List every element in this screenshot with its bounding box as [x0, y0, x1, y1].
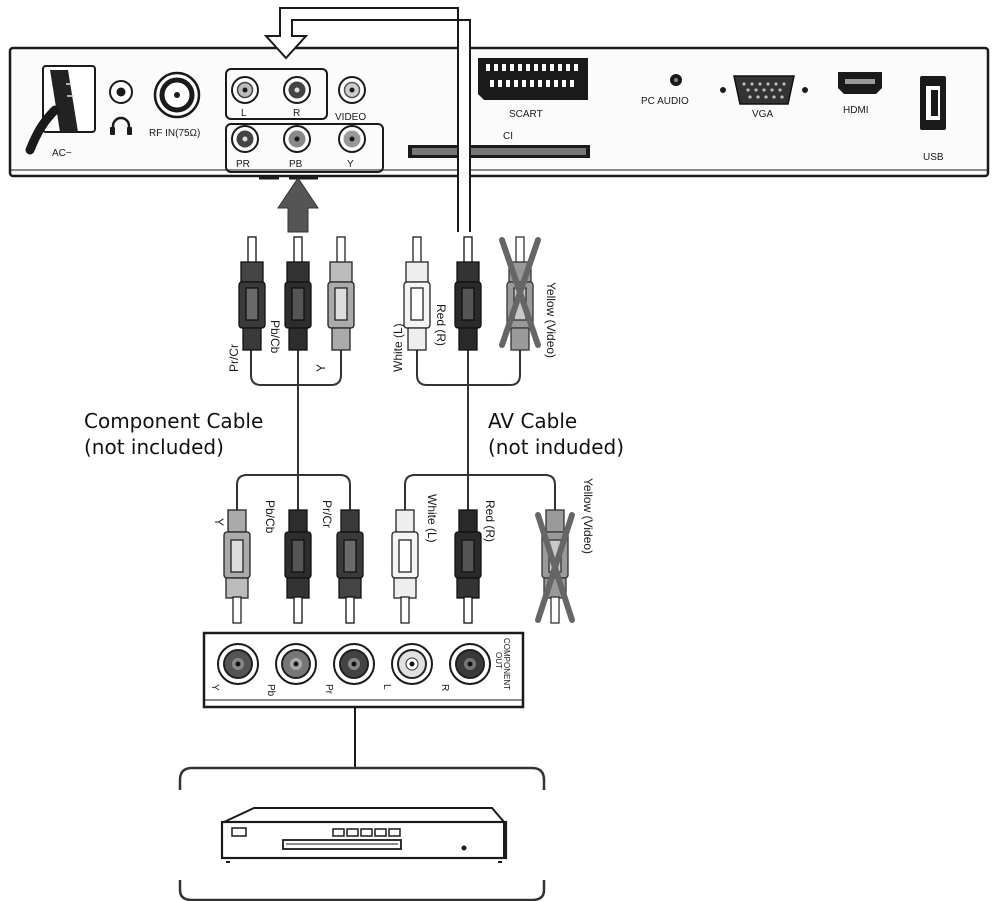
component-bottom-plug-pb-label: Pb/Cb — [263, 500, 277, 534]
pr-jack[interactable] — [231, 125, 259, 153]
component-top-plug-pb — [284, 236, 312, 351]
pr-label: PR — [236, 159, 250, 170]
audio-input-group — [225, 68, 328, 120]
device-bracket — [178, 766, 546, 901]
component-bottom-plug-pb — [284, 509, 312, 624]
component-cable-title: Component Cable — [84, 409, 263, 433]
source-jack-y[interactable] — [217, 643, 259, 685]
av-top-plug-white-label: White (L) — [391, 323, 405, 372]
not-used-cross-mark-bottom — [535, 512, 575, 623]
source-jack-y-label: Y — [209, 684, 220, 691]
av-bottom-plug-red — [454, 509, 482, 624]
y-port-label: Y — [347, 159, 354, 170]
vga-label: VGA — [752, 109, 773, 120]
pb-jack[interactable] — [283, 125, 311, 153]
av-top-plug-red-label: Red (R) — [434, 304, 448, 346]
source-jack-pb-label: Pb — [265, 684, 276, 697]
av-top-plug-red — [454, 236, 482, 351]
video-label: VIDEO — [335, 112, 366, 123]
hdmi-port[interactable] — [838, 72, 882, 94]
hdmi-label: HDMI — [843, 105, 869, 116]
component-bottom-plug-pr — [336, 509, 364, 624]
audio-r-jack[interactable] — [283, 76, 311, 104]
audio-r-label: R — [293, 108, 300, 119]
component-bottom-plug-pr-label: Pr/Cr — [320, 500, 334, 528]
av-bottom-plug-red-label: Red (R) — [483, 500, 497, 542]
ac-power-port[interactable] — [25, 65, 96, 155]
av-cable-wire — [404, 350, 556, 510]
source-jack-r[interactable] — [449, 643, 491, 685]
vga-port[interactable] — [720, 75, 808, 105]
component-top-plug-pr — [238, 236, 266, 351]
av-top-plug-white — [403, 236, 431, 351]
component-out-title: COMPONENT — [502, 638, 511, 690]
av-top-plug-yellow-label: Yellow (Video) — [544, 282, 558, 358]
component-top-plug-y — [327, 236, 355, 351]
audio-l-label: L — [241, 108, 247, 119]
pb-label: PB — [289, 159, 303, 170]
pc-audio-jack[interactable] — [670, 74, 682, 86]
component-top-plug-pr-label: Pr/Cr — [227, 344, 241, 372]
pc-audio-label: PC AUDIO — [641, 96, 689, 107]
component-out-subtitle: OUT — [494, 652, 503, 669]
av-bottom-plug-white-label: White (L) — [425, 494, 439, 543]
usb-port[interactable] — [920, 76, 946, 130]
source-jack-l-label: L — [381, 684, 392, 690]
dvd-player-icon — [220, 807, 508, 863]
rf-in-port[interactable] — [153, 71, 201, 119]
source-jack-pb[interactable] — [275, 643, 317, 685]
av-cable-routing-arrow — [263, 7, 471, 232]
component-top-plug-y-label: Y — [314, 364, 328, 372]
ci-label: CI — [503, 131, 513, 142]
video-jack[interactable] — [338, 76, 366, 104]
source-jack-pr-label: Pr — [323, 684, 334, 695]
component-cable-note: (not included) — [84, 435, 224, 459]
not-used-cross-mark — [499, 237, 541, 348]
component-bottom-plug-y-label: Y — [212, 518, 226, 526]
av-cable-title: AV Cable — [488, 409, 577, 433]
av-cable-note: (not induded) — [488, 435, 624, 459]
av-bottom-plug-yellow-label: Yellow (Video) — [581, 478, 595, 554]
source-jack-pr[interactable] — [333, 643, 375, 685]
scart-label: SCART — [509, 109, 543, 120]
component-input-group — [225, 123, 384, 173]
audio-l-jack[interactable] — [231, 76, 259, 104]
component-cable-up-arrow — [277, 177, 319, 233]
scart-port[interactable] — [478, 58, 588, 100]
component-cable-wire — [236, 350, 351, 510]
source-jack-r-label: R — [439, 684, 450, 691]
av-bottom-plug-white — [391, 509, 419, 624]
usb-label: USB — [923, 152, 944, 163]
headphone-jack[interactable] — [109, 80, 133, 104]
component-bottom-plug-y — [223, 509, 251, 624]
component-top-plug-pb-label: Pb/Cb — [268, 320, 282, 354]
rf-in-label: RF IN(75Ω) — [149, 128, 200, 139]
ci-slot[interactable] — [408, 145, 590, 158]
headphone-icon — [110, 116, 132, 135]
y-jack[interactable] — [338, 125, 366, 153]
ac-port-label: AC~ — [52, 148, 72, 159]
source-jack-l[interactable] — [391, 643, 433, 685]
